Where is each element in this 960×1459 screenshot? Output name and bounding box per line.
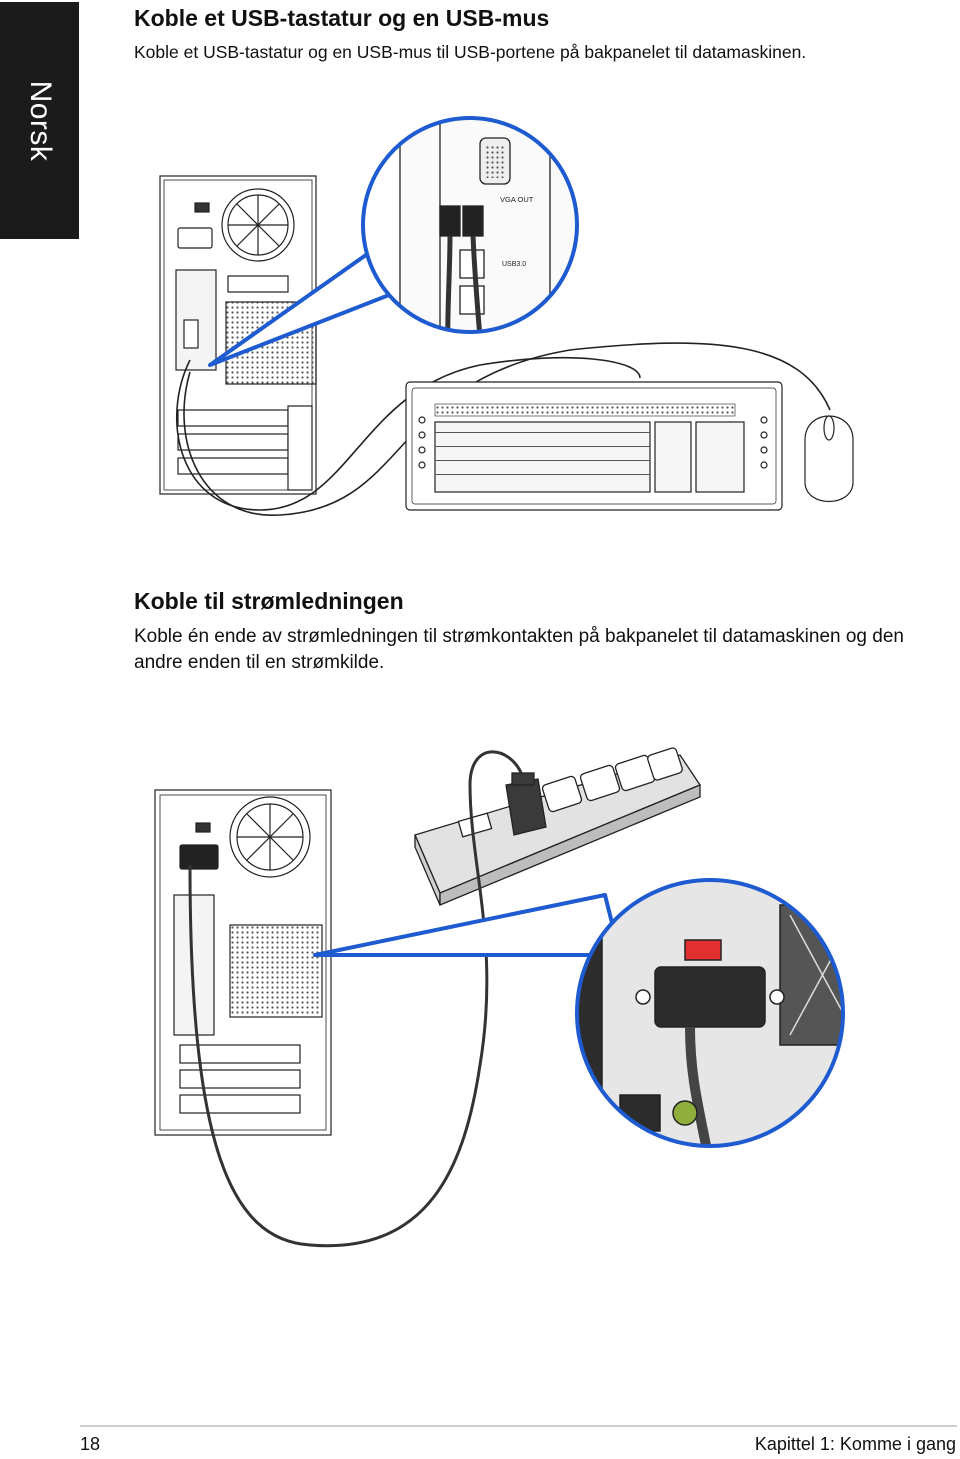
mouse-illustration [804,415,854,503]
chapter-title: Kapittel 1: Komme i gang [754,1434,956,1454]
footer-divider [80,1425,957,1427]
keyboard-cable [176,356,641,511]
usb-ports-callout: VGA OUT USB3.0 [361,116,579,334]
section2-title: Koble til strømledningen [134,588,404,614]
section1-title: Koble et USB-tastatur og en USB-mus [134,5,550,31]
computer-tower-back [159,175,317,495]
power-cord-connection-illustration [154,747,845,1248]
computer-tower-back [154,789,332,1136]
section1-body: Koble et USB-tastatur og en USB-mus til … [134,42,807,62]
callout-pointer [313,893,622,957]
vga-out-label: VGA OUT [500,195,534,204]
language-tab: Norsk [0,2,79,239]
power-socket-callout [575,878,845,1148]
keyboard-illustration [405,381,783,511]
usb3-label: USB3.0 [502,261,526,268]
keyboard-mouse-connection-illustration: VGA OUT USB3.0 [159,116,854,516]
page-number: 18 [80,1434,101,1454]
language-tab-label: Norsk [23,80,57,161]
power-strip-illustration [414,747,701,906]
section2-body: Koble én ende av strømledningen til strø… [134,626,904,673]
power-cord [188,750,524,1248]
